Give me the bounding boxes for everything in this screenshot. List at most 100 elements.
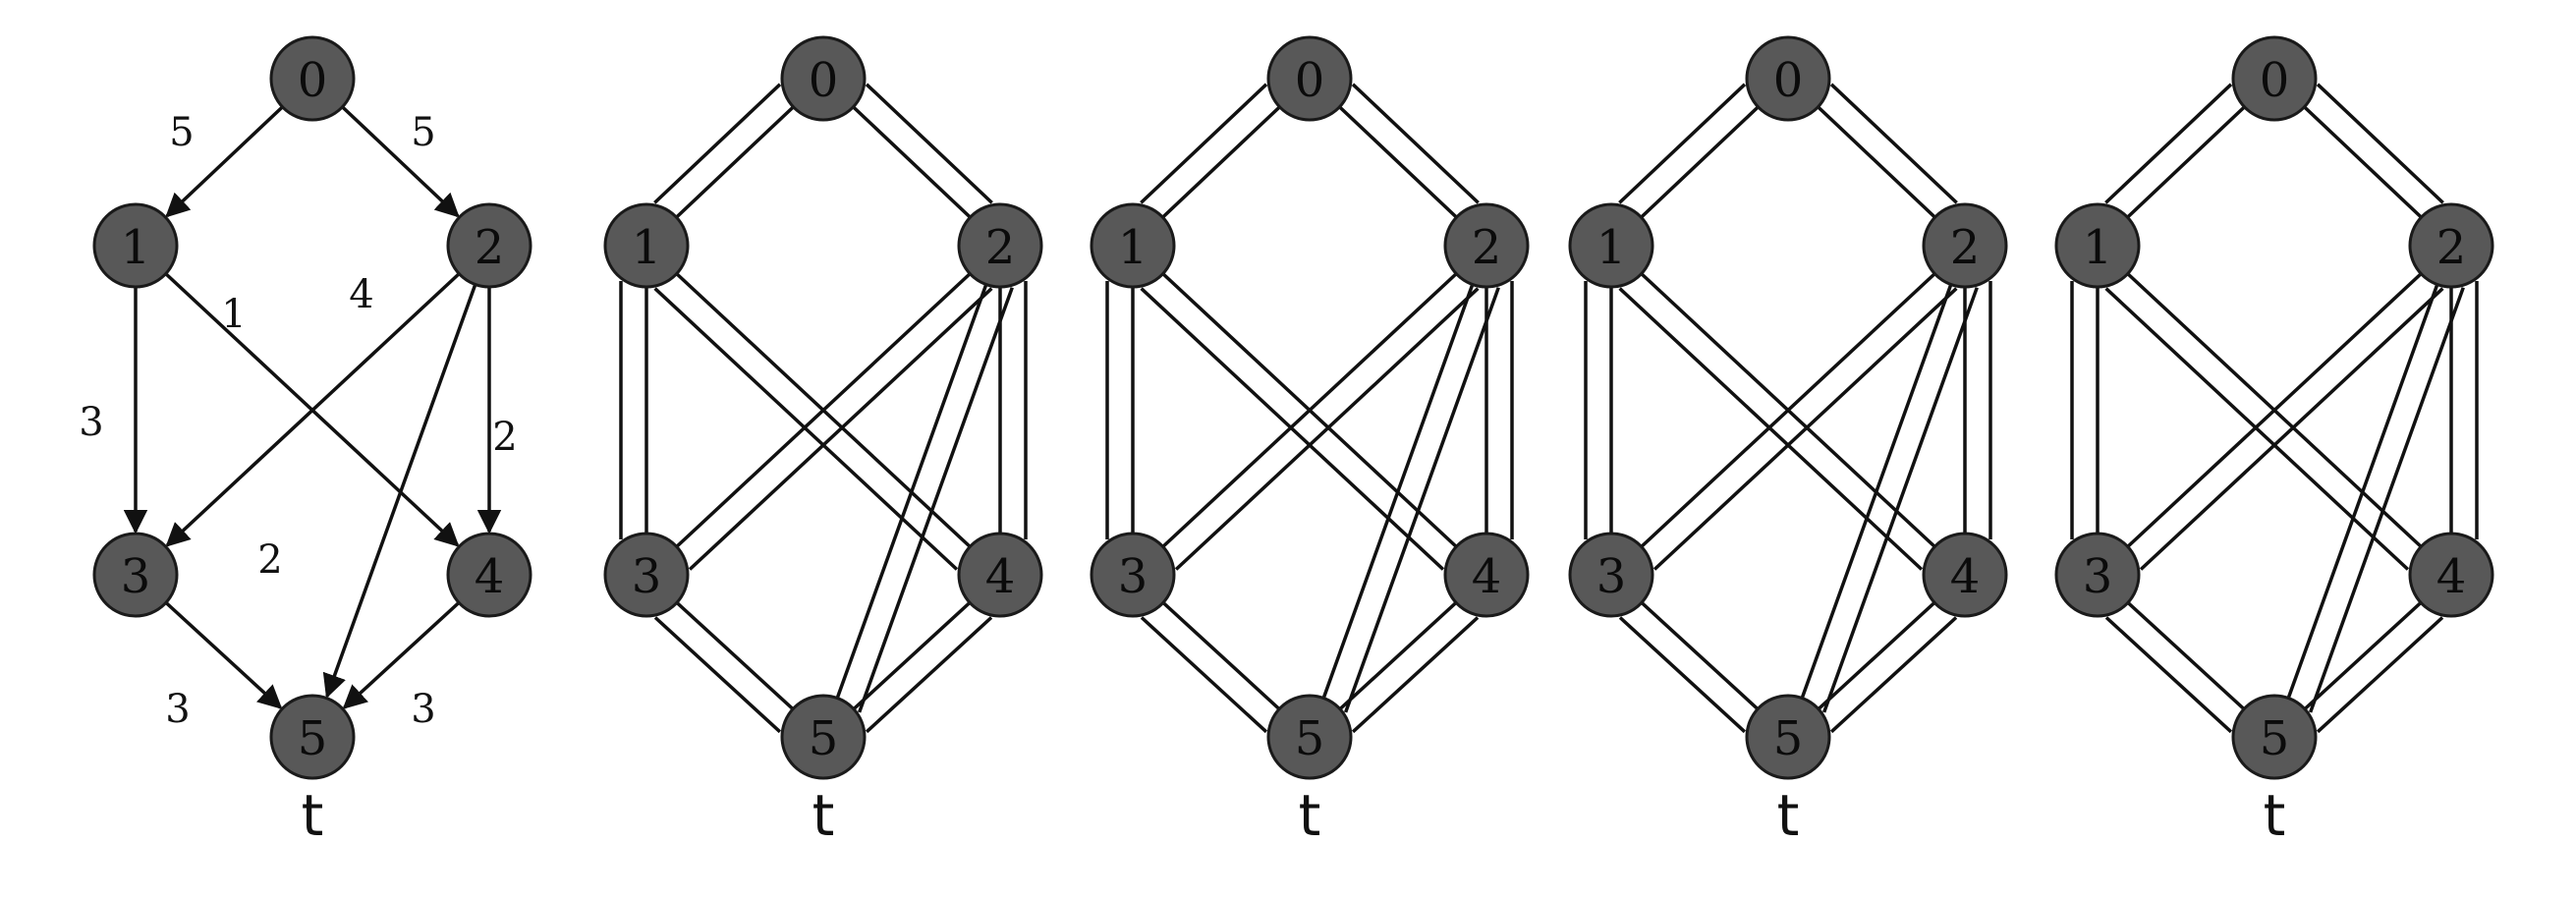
node-1: 1 <box>92 202 179 289</box>
edge-residual-2-5 <box>2309 287 2465 713</box>
node-label: 1 <box>1118 220 1148 275</box>
node-label: 3 <box>121 549 151 604</box>
edge-weight-1-4: 1 <box>221 292 246 337</box>
edge-weight-0-2: 5 <box>411 110 435 155</box>
edge-residual-1-4 <box>2104 287 2410 571</box>
edge-0-2 <box>1338 105 1458 219</box>
node-circle <box>446 202 532 289</box>
sink-label: t <box>302 782 324 849</box>
node-circle <box>603 202 690 289</box>
edge-3-5 <box>1640 601 1760 710</box>
edge-residual-3-5 <box>2104 616 2233 734</box>
node-label: 3 <box>2083 549 2113 604</box>
node-label: 5 <box>1295 711 1325 766</box>
edge-residual-0-2 <box>1351 83 1480 204</box>
edge-residual-1-4 <box>653 287 959 571</box>
edges-group <box>619 83 1028 734</box>
edges-group <box>1584 83 1992 734</box>
node-5: 5 <box>1745 694 1831 780</box>
node-2: 2 <box>957 202 1043 289</box>
node-3: 3 <box>2054 532 2141 618</box>
edge-2-3 <box>2126 272 2423 548</box>
node-4: 4 <box>1443 532 1530 618</box>
node-label: 2 <box>1472 220 1502 275</box>
edge-3-5 <box>164 601 283 709</box>
node-1: 1 <box>2054 202 2141 289</box>
sink-label: t <box>812 782 835 849</box>
edge-residual-0-2 <box>2316 83 2444 204</box>
node-circle <box>1922 202 2008 289</box>
node-circle <box>2231 35 2318 122</box>
node-label: 5 <box>2260 711 2290 766</box>
node-circle <box>780 694 867 780</box>
edge-residual-2-3 <box>1652 287 1958 571</box>
edge-0-1 <box>675 105 795 219</box>
edge-residual-0-1 <box>1140 83 1268 204</box>
node-circle <box>957 532 1043 618</box>
edge-0-2 <box>2303 105 2423 219</box>
edge-2-5 <box>322 283 477 699</box>
node-2: 2 <box>446 202 532 289</box>
node-circle <box>2231 694 2318 780</box>
edge-2-5 <box>2286 283 2439 700</box>
node-label: 5 <box>1773 711 1804 766</box>
edge-4-5 <box>342 601 461 709</box>
edge-2-3 <box>1640 272 1936 548</box>
node-circle <box>2054 532 2141 618</box>
node-label: 4 <box>1472 549 1502 604</box>
node-label: 0 <box>2260 53 2290 108</box>
node-5: 5 <box>780 694 867 780</box>
edge-3-5 <box>2126 601 2246 710</box>
node-circle <box>446 532 532 618</box>
edge-residual-3-5 <box>653 616 782 734</box>
node-label: 4 <box>1950 549 1981 604</box>
node-circle <box>1266 35 1353 122</box>
node-1: 1 <box>1568 202 1654 289</box>
edge-weight-4-5: 3 <box>411 687 435 732</box>
edge-4-5 <box>1817 601 1936 710</box>
edge-residual-0-2 <box>1829 83 1958 204</box>
node-3: 3 <box>92 532 179 618</box>
node-0: 0 <box>2231 35 2318 122</box>
node-circle <box>1745 694 1831 780</box>
node-5: 5 <box>1266 694 1353 780</box>
edges-group <box>1105 83 1514 734</box>
edge-weight-0-1: 5 <box>169 110 194 155</box>
node-circle <box>957 202 1043 289</box>
edge-residual-4-5 <box>865 616 993 734</box>
node-0: 0 <box>780 35 867 122</box>
edge-3-5 <box>1161 601 1281 710</box>
node-2: 2 <box>2408 202 2494 289</box>
edge-residual-2-5 <box>858 287 1014 713</box>
node-label: 2 <box>2436 220 2467 275</box>
node-label: 1 <box>632 220 662 275</box>
edge-2-3 <box>1161 272 1458 548</box>
edge-residual-0-1 <box>653 83 782 204</box>
edge-residual-2-5 <box>1344 287 1500 713</box>
node-label: 0 <box>298 53 328 108</box>
node-circle <box>1745 35 1831 122</box>
node-circle <box>1090 532 1176 618</box>
edge-residual-3-5 <box>1140 616 1268 734</box>
node-label: 0 <box>809 53 839 108</box>
edge-2-5 <box>1321 283 1475 700</box>
edge-weight-3-5: 3 <box>165 687 190 732</box>
edge-0-2 <box>852 105 972 219</box>
node-label: 2 <box>475 220 505 275</box>
node-label: 5 <box>298 711 328 766</box>
edge-4-5 <box>2303 601 2423 710</box>
sink-label: t <box>1299 782 1321 849</box>
edge-weight-2-5: 2 <box>257 537 282 583</box>
node-label: 1 <box>1596 220 1627 275</box>
edges-group <box>123 105 502 709</box>
node-4: 4 <box>1922 532 2008 618</box>
edge-0-1 <box>1161 105 1281 219</box>
node-circle <box>2408 202 2494 289</box>
